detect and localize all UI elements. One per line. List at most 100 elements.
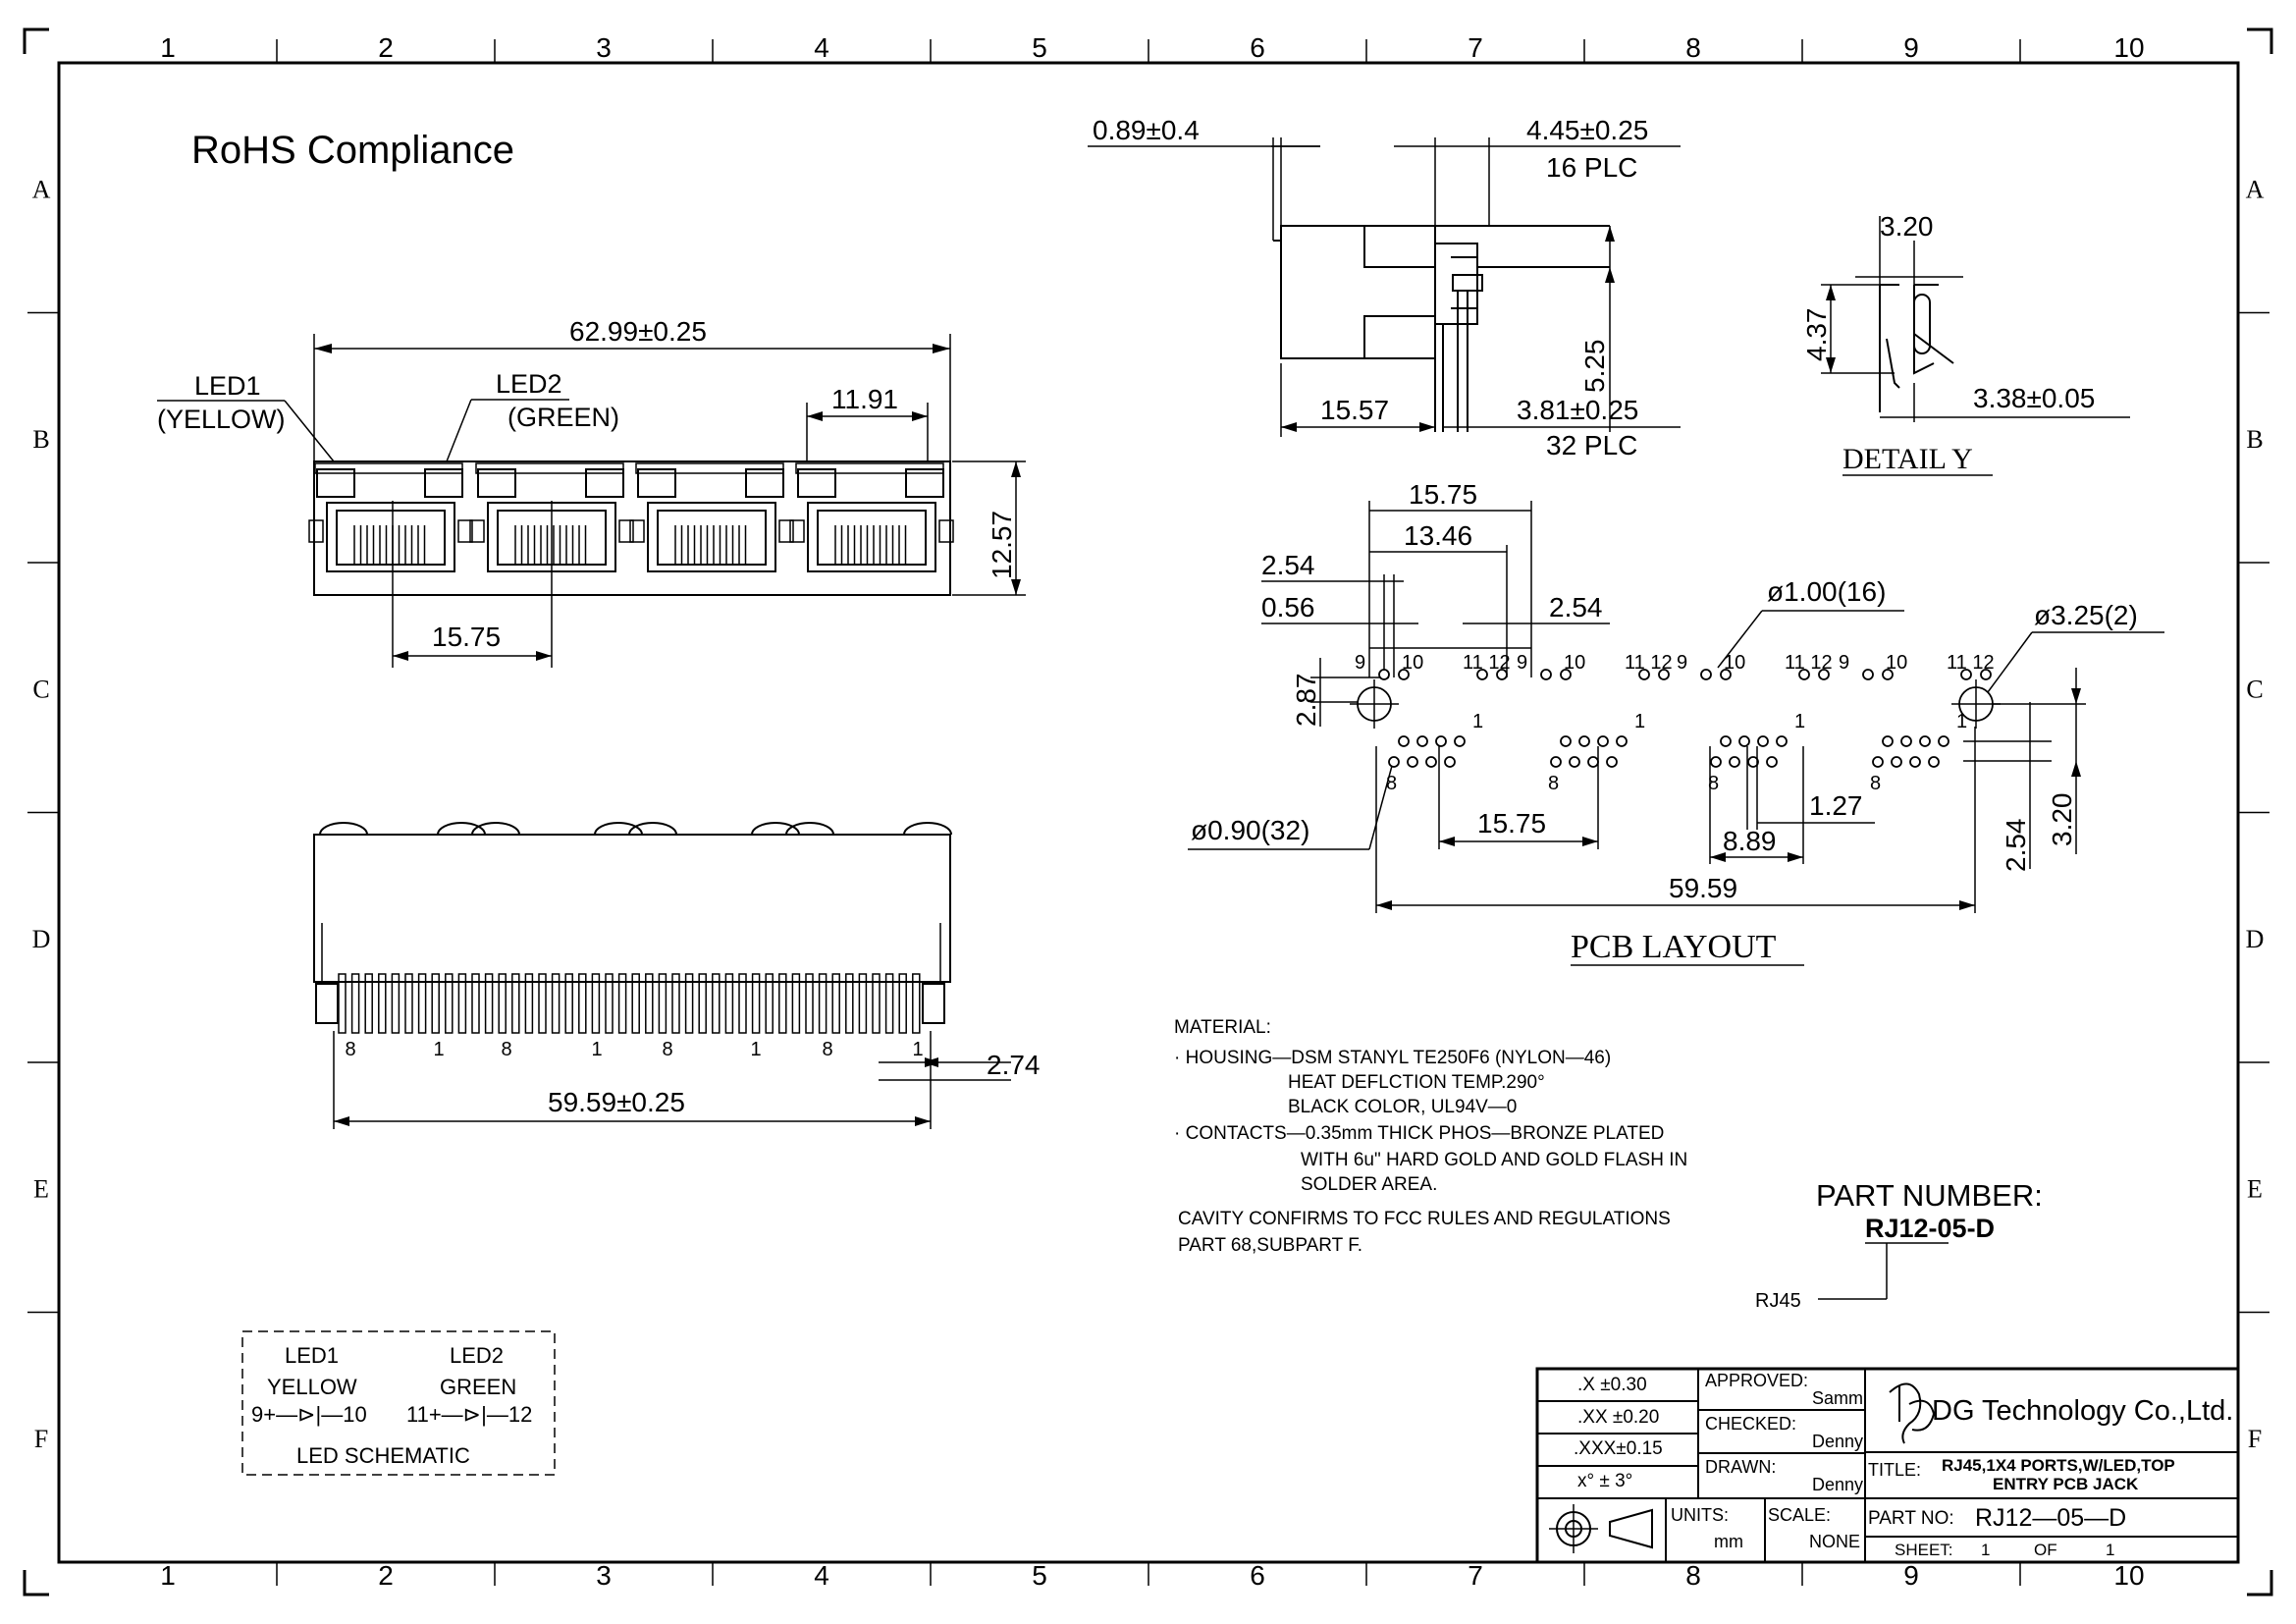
tol-xx: .XX ±0.20 <box>1577 1407 1659 1428</box>
pin <box>578 973 587 1034</box>
drawn-label: DRAWN: <box>1705 1457 1776 1477</box>
pin-hole <box>1909 756 1921 768</box>
pin <box>364 973 373 1034</box>
schem-led1: LED1 <box>285 1343 339 1368</box>
grid-col-label-bottom: 7 <box>1468 1560 1483 1591</box>
front-port <box>629 462 794 572</box>
pin-hole <box>1407 756 1418 768</box>
pin <box>524 973 534 1034</box>
led-hole <box>1862 669 1874 680</box>
front-body <box>313 460 951 596</box>
pin <box>658 973 667 1034</box>
led-dome <box>628 822 677 836</box>
led-window <box>424 468 463 498</box>
detail-y-title: DETAIL Y <box>1842 443 1973 475</box>
pin <box>631 973 640 1034</box>
pin <box>645 973 654 1034</box>
material-line-7: PART 68,SUBPART F. <box>1178 1235 1362 1256</box>
pin <box>445 973 454 1034</box>
pin <box>831 973 840 1034</box>
drawing-border <box>57 61 2240 1564</box>
grid-row-label-left: A <box>32 175 51 203</box>
grid-col-label-bottom: 5 <box>1032 1560 1047 1591</box>
title-label: TITLE: <box>1868 1460 1921 1480</box>
part-number-callout-rj45: RJ45 <box>1755 1290 1801 1312</box>
pin-hole <box>1606 756 1618 768</box>
front-port <box>308 462 473 572</box>
pin-hole <box>1388 756 1400 768</box>
schem-led2: LED2 <box>450 1343 504 1368</box>
pcb-pin-one: 1 <box>1634 711 1645 732</box>
pin-hole <box>1919 735 1931 747</box>
pcb-layout: 15.75 13.46 2.54 0.56 2.54 ø1.00(16) ø3.… <box>1188 479 2164 966</box>
pin-hole <box>1900 735 1912 747</box>
led-hole <box>1700 669 1712 680</box>
led-hole <box>1638 669 1650 680</box>
scale-value: NONE <box>1809 1532 1860 1551</box>
led-window <box>797 468 836 498</box>
material-title: MATERIAL: <box>1174 1017 1271 1038</box>
pin <box>591 973 601 1034</box>
front-port <box>789 462 954 572</box>
bottom-offset-dim: 2.74 <box>987 1050 1041 1080</box>
pin <box>391 973 400 1034</box>
led1-color: (YELLOW) <box>157 405 286 434</box>
side-height-dim: 5.25 <box>1579 340 1610 394</box>
units-value: mm <box>1714 1532 1743 1551</box>
pin <box>858 973 868 1034</box>
front-width-dim: 62.99±0.25 <box>569 316 707 347</box>
pin-label: 1 <box>750 1039 761 1060</box>
part-no-label: PART NO: <box>1868 1508 1954 1529</box>
pin <box>538 973 547 1034</box>
pcb-pin-label: 9 <box>1839 652 1849 674</box>
grid-row-label-right: E <box>2247 1174 2263 1203</box>
rohs-heading: RoHS Compliance <box>191 129 514 172</box>
pcb-dim-0: 15.75 <box>1409 479 1477 510</box>
pin-label: 8 <box>345 1039 355 1060</box>
side-pitch2-plc: 32 PLC <box>1546 430 1637 460</box>
pin <box>684 973 694 1034</box>
pin <box>484 973 494 1034</box>
grid-row-label-right: B <box>2246 425 2263 454</box>
grid-col-label-top: 5 <box>1032 32 1047 63</box>
pcb-pin-eight: 8 <box>1386 773 1397 794</box>
led-hole <box>1378 669 1390 680</box>
led-window <box>316 468 355 498</box>
title-line2: ENTRY PCB JACK <box>1993 1475 2139 1493</box>
grid-col-label-bottom: 2 <box>378 1560 394 1591</box>
led-hole <box>1720 669 1732 680</box>
led-schematic-box <box>241 1330 556 1476</box>
pin <box>431 973 440 1034</box>
pin <box>457 973 467 1034</box>
pin-hole <box>1569 756 1580 768</box>
side-pitch2-dim: 3.81±0.25 <box>1517 395 1638 425</box>
bottom-span-dim: 59.59±0.25 <box>548 1087 685 1117</box>
grid-row-label-right: C <box>2246 675 2263 703</box>
pin-hole <box>1928 756 1940 768</box>
led-hole <box>1476 669 1488 680</box>
pin-hole <box>1398 735 1410 747</box>
pin-hole <box>1720 735 1732 747</box>
schem-yellow: YELLOW <box>267 1375 357 1399</box>
pcb-dim-6: 15.75 <box>1477 808 1546 839</box>
pcb-pin-one: 1 <box>1956 711 1967 732</box>
pin <box>378 973 387 1034</box>
led-hole <box>1798 669 1810 680</box>
pcb-dim-8: 8.89 <box>1723 826 1777 856</box>
pin-hole <box>1587 756 1599 768</box>
pin <box>912 973 921 1034</box>
detail-width-dim: 3.20 <box>1880 211 1934 242</box>
grid-col-label-bottom: 9 <box>1903 1560 1919 1591</box>
grid-col-label-bottom: 3 <box>596 1560 612 1591</box>
pin-label: 8 <box>662 1039 672 1060</box>
material-line-0: · HOUSING—DSM STANYL TE250F6 (NYLON—46) <box>1174 1048 1611 1068</box>
pcb-dim-1: 13.46 <box>1404 520 1472 551</box>
material-notes: MATERIAL: · HOUSING—DSM STANYL TE250F6 (… <box>1174 1017 1687 1256</box>
side-depth-dim: 15.57 <box>1320 395 1389 425</box>
material-line-5: SOLDER AREA. <box>1301 1174 1437 1195</box>
side-view: 0.89±0.4 4.45±0.25 16 PLC 5.25 15.57 <box>1088 115 1681 460</box>
pcb-pin-label: 10 <box>1886 652 1907 674</box>
led-hole <box>1658 669 1670 680</box>
